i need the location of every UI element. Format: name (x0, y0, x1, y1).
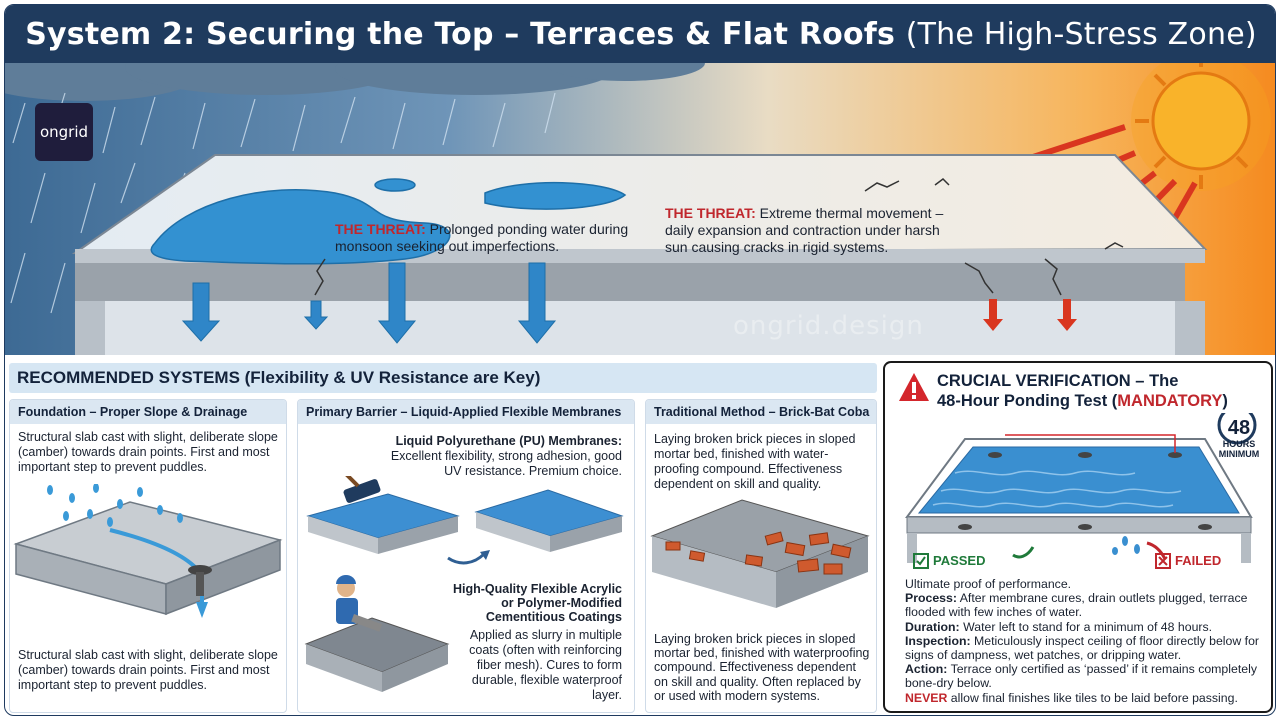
threat-ponding-label: THE THREAT: (335, 221, 426, 237)
pu-membrane-illustration (306, 476, 624, 565)
title-bar: System 2: Securing the Top – Terraces & … (5, 5, 1275, 63)
never-text: allow final finishes like tiles to be la… (950, 690, 1238, 705)
process-label: Process: (905, 591, 957, 606)
cracks (314, 178, 1124, 296)
rain-clouds (5, 63, 705, 101)
verification-title-close: ) (1222, 392, 1228, 410)
mandatory-label: MANDATORY (1117, 392, 1223, 410)
inspection-text: Meticulously inspect ceiling of floor di… (905, 633, 1260, 663)
verification-panel: CRUCIAL VERIFICATION – The 48-Hour Pondi… (883, 361, 1273, 713)
verification-never: NEVER allow final finishes like tiles to… (905, 691, 1269, 705)
primary-barrier-panel: Primary Barrier – Liquid-Applied Flexibl… (297, 399, 635, 713)
traditional-panel: Traditional Method – Brick-Bat Coba Layi… (645, 399, 877, 713)
foundation-text-top: Structural slab cast with slight, delibe… (18, 430, 278, 474)
brand-logo: ongrid (35, 103, 93, 161)
title-sub: (The High-Stress Zone) (905, 16, 1257, 52)
room-below (105, 301, 1175, 355)
warning-icon (899, 373, 929, 401)
ponding-water (150, 178, 627, 265)
threat-ponding: THE THREAT: Prolonged ponding water duri… (335, 221, 635, 255)
acrylic-text: Applied as slurry in multiple coats (oft… (469, 628, 622, 702)
threat-thermal-text: Extreme thermal movement – daily expansi… (665, 205, 944, 255)
ponding-test-illustration (905, 413, 1257, 563)
brick-bat-coba-illustration (650, 499, 870, 608)
threat-thermal-label: THE THREAT: (665, 205, 756, 221)
foundation-heading: Foundation – Proper Slope & Drainage (10, 400, 286, 424)
threat-ponding-text: Prolonged ponding water during monsoon s… (335, 221, 629, 254)
watermark: ongrid.design (733, 311, 924, 341)
verification-body: Ultimate proof of performance. Process: … (905, 577, 1269, 705)
title-main: System 2: Securing the Top – Terraces & … (25, 16, 896, 52)
action-label: Action: (905, 662, 948, 677)
pu-membrane-title: Liquid Polyurethane (PU) Membranes: (395, 434, 622, 448)
verification-title-line1: CRUCIAL VERIFICATION – The (937, 372, 1179, 390)
slab-edge (75, 263, 1185, 301)
minimum-unit: MINIMUM (1218, 449, 1260, 459)
sloped-slab-illustration (13, 484, 283, 618)
crack-leak-arrows (983, 299, 1077, 331)
duration-label: Duration: (905, 619, 960, 634)
x-icon (1155, 553, 1171, 569)
sun (1131, 63, 1271, 191)
leak-arrows (181, 262, 557, 344)
traditional-heading: Traditional Method – Brick-Bat Coba (646, 400, 876, 424)
verification-intro: Ultimate proof of performance. (905, 577, 1072, 591)
traditional-text-bottom: Laying broken brick pieces in sloped mor… (654, 632, 870, 703)
page-title: System 2: Securing the Top – Terraces & … (25, 17, 1257, 52)
coating-worker-illustration (304, 575, 450, 692)
pu-membrane-text: Excellent flexibility, strong adhesion, … (390, 449, 622, 478)
hero-illustration (5, 63, 1275, 355)
failed-label: FAILED (1175, 553, 1222, 568)
hours-minimum-badge: 48 HOURS MINIMUM (1215, 417, 1263, 459)
foundation-panel: Foundation – Proper Slope & Drainage Str… (9, 399, 287, 713)
verification-process: Process: After membrane cures, drain out… (905, 591, 1269, 619)
duration-text: Water left to stand for a minimum of 48 … (963, 619, 1213, 634)
never-label: NEVER (905, 690, 948, 705)
hours-unit: HOURS (1222, 439, 1256, 449)
process-text: After membrane cures, drain outlets plug… (905, 591, 1248, 620)
verification-inspection: Inspection: Meticulously inspect ceiling… (905, 634, 1269, 662)
primary-barrier-heading: Primary Barrier – Liquid-Applied Flexibl… (298, 400, 634, 424)
foundation-text-bottom: Structural slab cast with slight, delibe… (18, 648, 278, 692)
recommended-header: RECOMMENDED SYSTEMS (Flexibility & UV Re… (9, 363, 877, 393)
traditional-text-top: Laying broken brick pieces in sloped mor… (654, 432, 856, 491)
inspection-label: Inspection: (905, 633, 971, 648)
hours-number: 48 (1227, 417, 1251, 439)
passed-label: PASSED (933, 553, 986, 568)
verification-title-line2-wrap: 48-Hour Ponding Test (MANDATORY) (937, 391, 1228, 411)
acrylic-title: High-Quality Flexible Acrylic or Polymer… (452, 582, 622, 624)
hero-scene: ongrid THE THREAT: Prolonged ponding wat… (5, 63, 1275, 355)
pu-membrane-block: Liquid Polyurethane (PU) Membranes: Exce… (378, 434, 622, 479)
threat-thermal: THE THREAT: Extreme thermal movement – d… (665, 205, 965, 256)
recommended-header-text: RECOMMENDED SYSTEMS (Flexibility & UV Re… (17, 368, 541, 387)
verification-duration: Duration: Water left to stand for a mini… (905, 620, 1269, 634)
verification-title-line2: 48-Hour Ponding Test ( (937, 392, 1118, 410)
action-text: Terrace only certified as ‘passed’ if it… (905, 662, 1257, 691)
verification-title: CRUCIAL VERIFICATION – The 48-Hour Pondi… (937, 371, 1228, 411)
infographic-frame: System 2: Securing the Top – Terraces & … (4, 4, 1276, 716)
check-icon (913, 553, 929, 569)
verification-action: Action: Terrace only certified as ‘passe… (905, 662, 1269, 690)
